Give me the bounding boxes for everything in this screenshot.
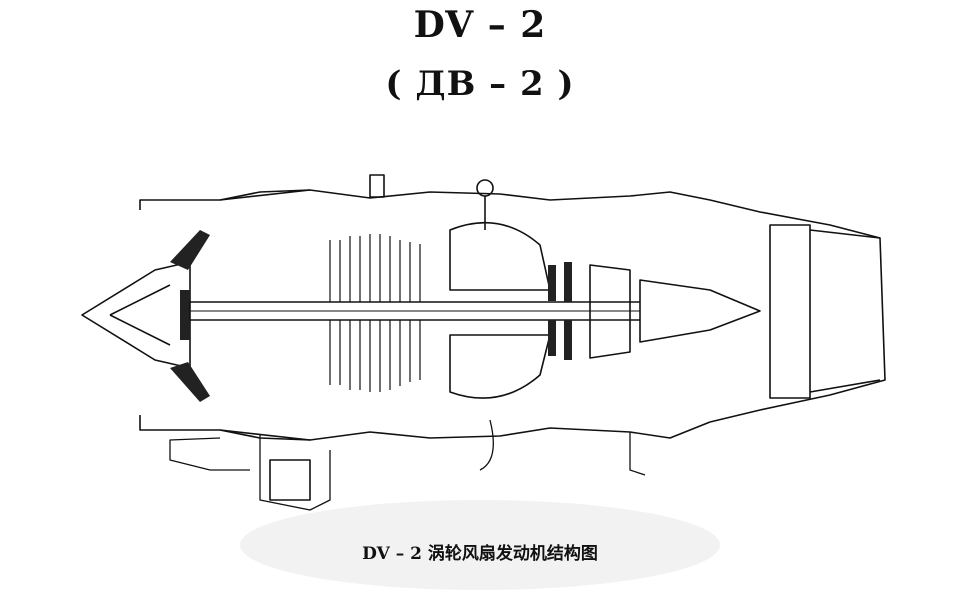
turbine-stages [548,262,572,360]
inlet-casing-bottom [139,415,311,441]
fan-blades [170,230,210,402]
combustion-chamber [449,221,551,291]
compressor-stages [329,234,421,392]
page-title: DV – 2 [413,4,547,46]
exhaust-nozzle [769,224,811,399]
engine-cross-section-drawing [81,174,886,511]
turbine-disk [589,264,631,359]
figure-caption: DV – 2 涡轮风扇发动机结构图 [362,544,598,564]
page-subtitle: ( ДВ – 2 ) [385,64,575,104]
nose-cone [81,261,191,369]
accessory-gearbox [169,435,331,511]
outer-casing-top [219,189,886,423]
exhaust-cone [639,279,761,343]
watermark-shading [240,500,720,590]
outer-casing-bottom [219,421,711,441]
